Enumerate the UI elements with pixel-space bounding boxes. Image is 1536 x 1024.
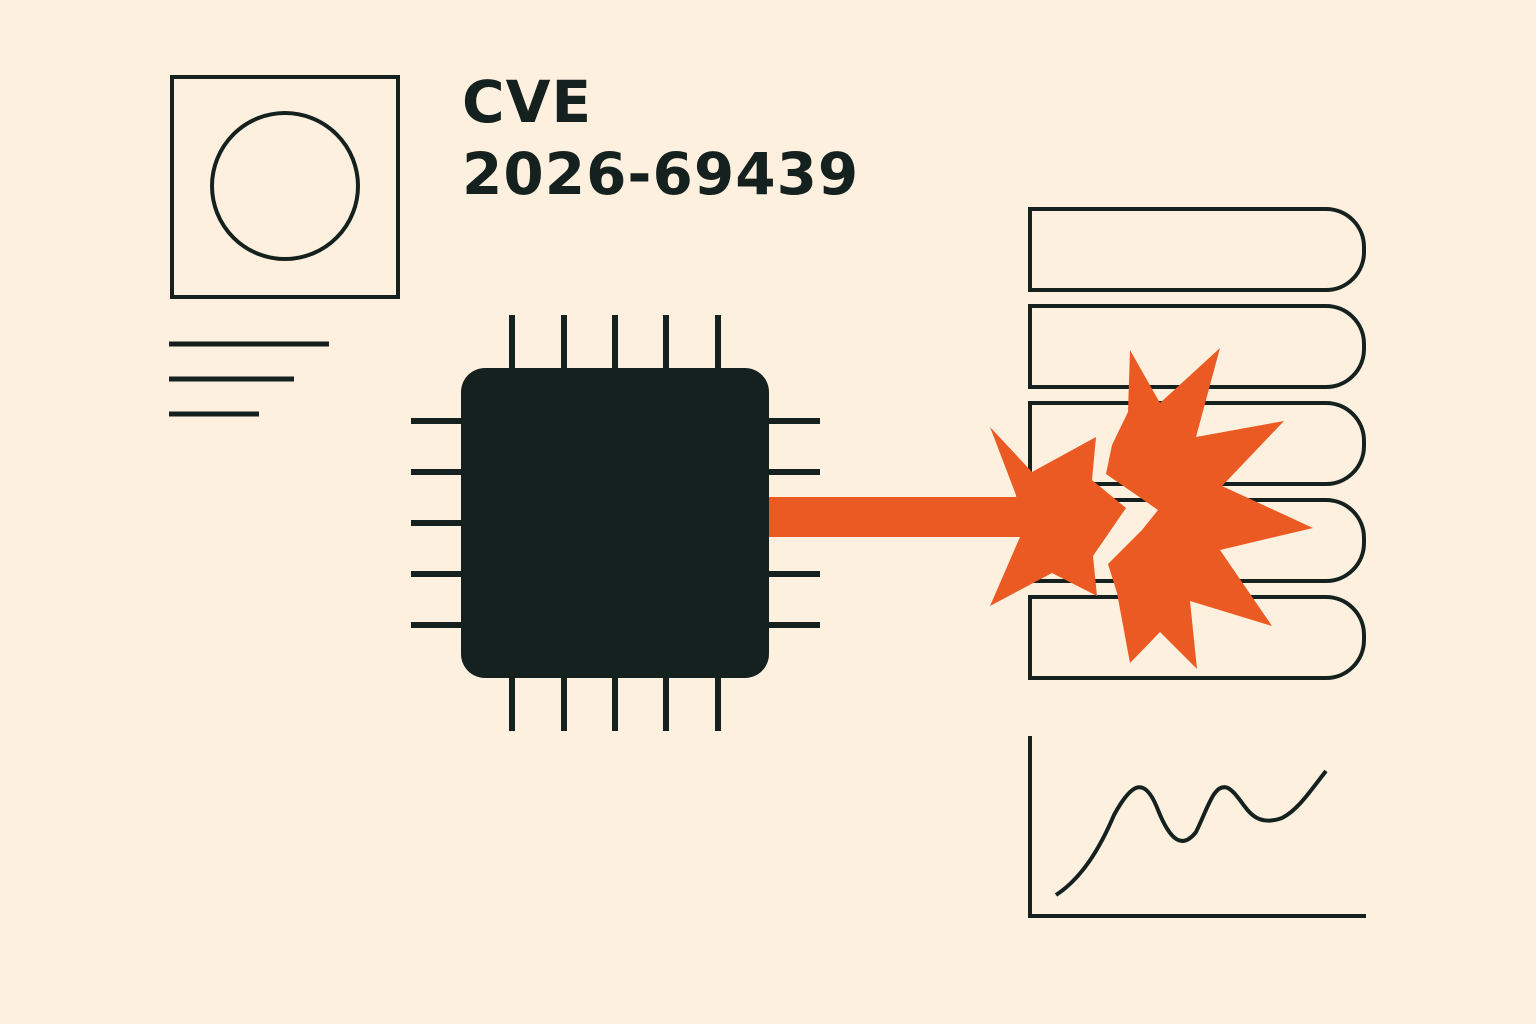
line-chart-icon	[1028, 736, 1366, 918]
memory-slot	[1028, 304, 1366, 389]
chart-trend-line	[1054, 769, 1328, 897]
chip-body	[461, 368, 769, 678]
image-placeholder-icon	[170, 75, 400, 299]
chart-axes	[1028, 736, 1366, 918]
explosion-burst-icon	[990, 348, 1313, 669]
burst-right-half	[1106, 348, 1313, 669]
placeholder-circle	[210, 111, 360, 261]
attack-arrow	[769, 497, 1029, 537]
memory-slot	[1028, 401, 1366, 486]
memory-slot	[1028, 498, 1366, 583]
placeholder-frame	[170, 75, 400, 299]
cve-title-label: CVE	[462, 68, 593, 136]
memory-stack-icon	[1028, 207, 1366, 680]
cve-title-number: 2026-69439	[462, 140, 860, 208]
cpu-chip-icon	[411, 315, 820, 731]
memory-slot	[1028, 595, 1366, 680]
chip-pins	[411, 315, 820, 731]
burst-left-half	[990, 427, 1126, 606]
memory-slot	[1028, 207, 1366, 292]
text-lines-icon	[169, 341, 329, 417]
